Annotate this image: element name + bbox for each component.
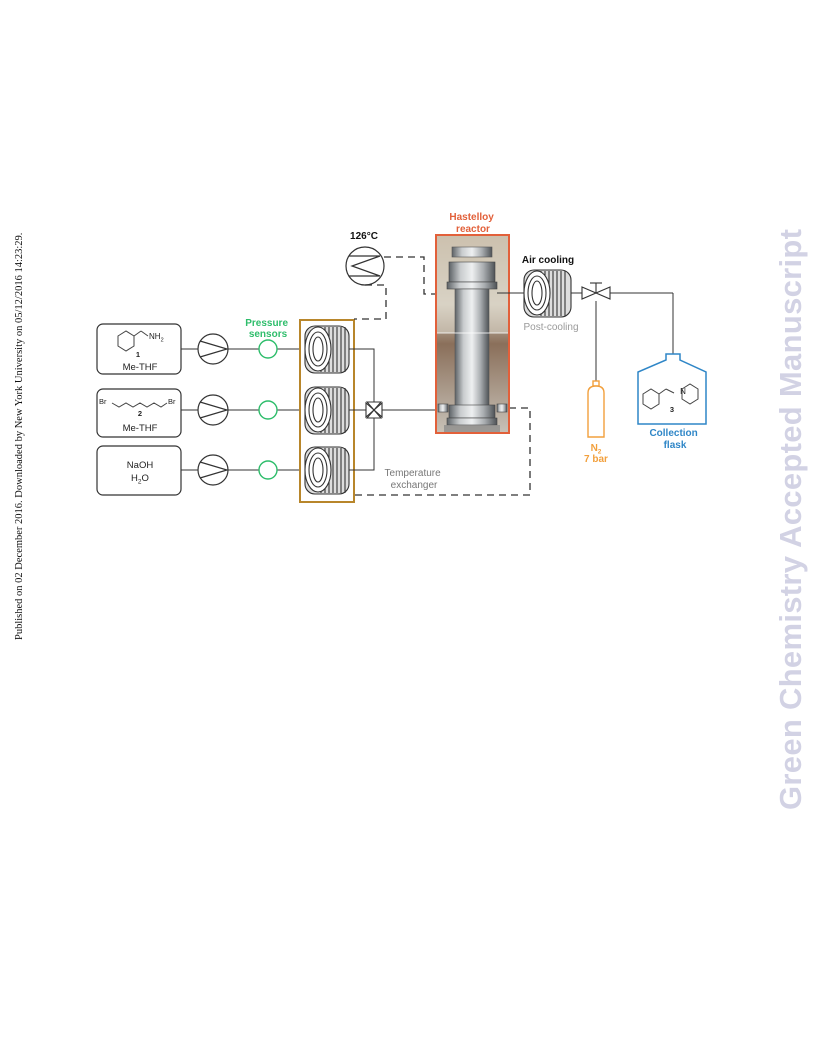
pump-2-icon [197, 394, 230, 426]
pressure-sensors-label: Pressure sensors [245, 318, 291, 340]
pressure-sensor-2-icon [258, 400, 278, 420]
back-pressure-valve-icon [581, 282, 611, 300]
reagent1-number: 1 [136, 350, 140, 359]
reagent-box-3: NaOH H2O [96, 445, 182, 496]
pressure-sensor-1-icon [258, 339, 278, 359]
reagent-box-1: NH2 1 Me-THF [96, 323, 182, 375]
reagent1-amine-group: NH2 [149, 332, 164, 344]
dibromopentane-structure [111, 402, 168, 408]
air-cooling-label: Air cooling [522, 255, 574, 266]
reagent-box-2: Br Br 2 Me-THF [96, 388, 182, 438]
temperature-exchanger-label: Temperature exchanger [385, 468, 444, 491]
mixing-valve-icon [365, 401, 383, 419]
product-number: 3 [670, 405, 674, 414]
preheat-coil-1-icon [304, 325, 350, 374]
pressure-sensor-3-icon [258, 460, 278, 480]
hastelloy-reactor [435, 234, 510, 434]
air-cooling-coil-icon [523, 269, 572, 318]
mixer-feed-lines [349, 348, 452, 471]
collection-flask-label: Collection flask [649, 428, 700, 451]
reagent2-bromine-right: Br [168, 397, 176, 406]
preheat-coil-2-icon [304, 386, 350, 435]
benzylamine-structure [117, 330, 149, 352]
pump-1-icon [197, 333, 230, 365]
product-nitrogen-atom: N [680, 387, 686, 396]
preheat-coil-3-icon [304, 446, 350, 495]
reagent3-base: NaOH [127, 460, 154, 471]
nitrogen-cylinder-icon [587, 380, 605, 438]
heater-icon [345, 246, 385, 286]
pump-3-icon [197, 454, 230, 486]
nitrogen-label: N2 [591, 443, 602, 456]
reagent1-solvent: Me-THF [123, 362, 158, 373]
post-cooling-label: Post-cooling [523, 322, 578, 333]
reagent2-number: 2 [138, 409, 142, 418]
nitrogen-pressure-label: 7 bar [584, 454, 608, 465]
temperature-setpoint: 126°C [350, 231, 378, 242]
reagent3-water: H2O [131, 473, 149, 486]
reagent2-bromine-left: Br [99, 397, 107, 406]
outlet-line [497, 292, 674, 382]
product-structure [642, 383, 699, 410]
reagent2-solvent: Me-THF [123, 423, 158, 434]
pressure-sensor-icons [258, 339, 278, 480]
reactor-label: Hastelloy reactor [449, 212, 496, 235]
